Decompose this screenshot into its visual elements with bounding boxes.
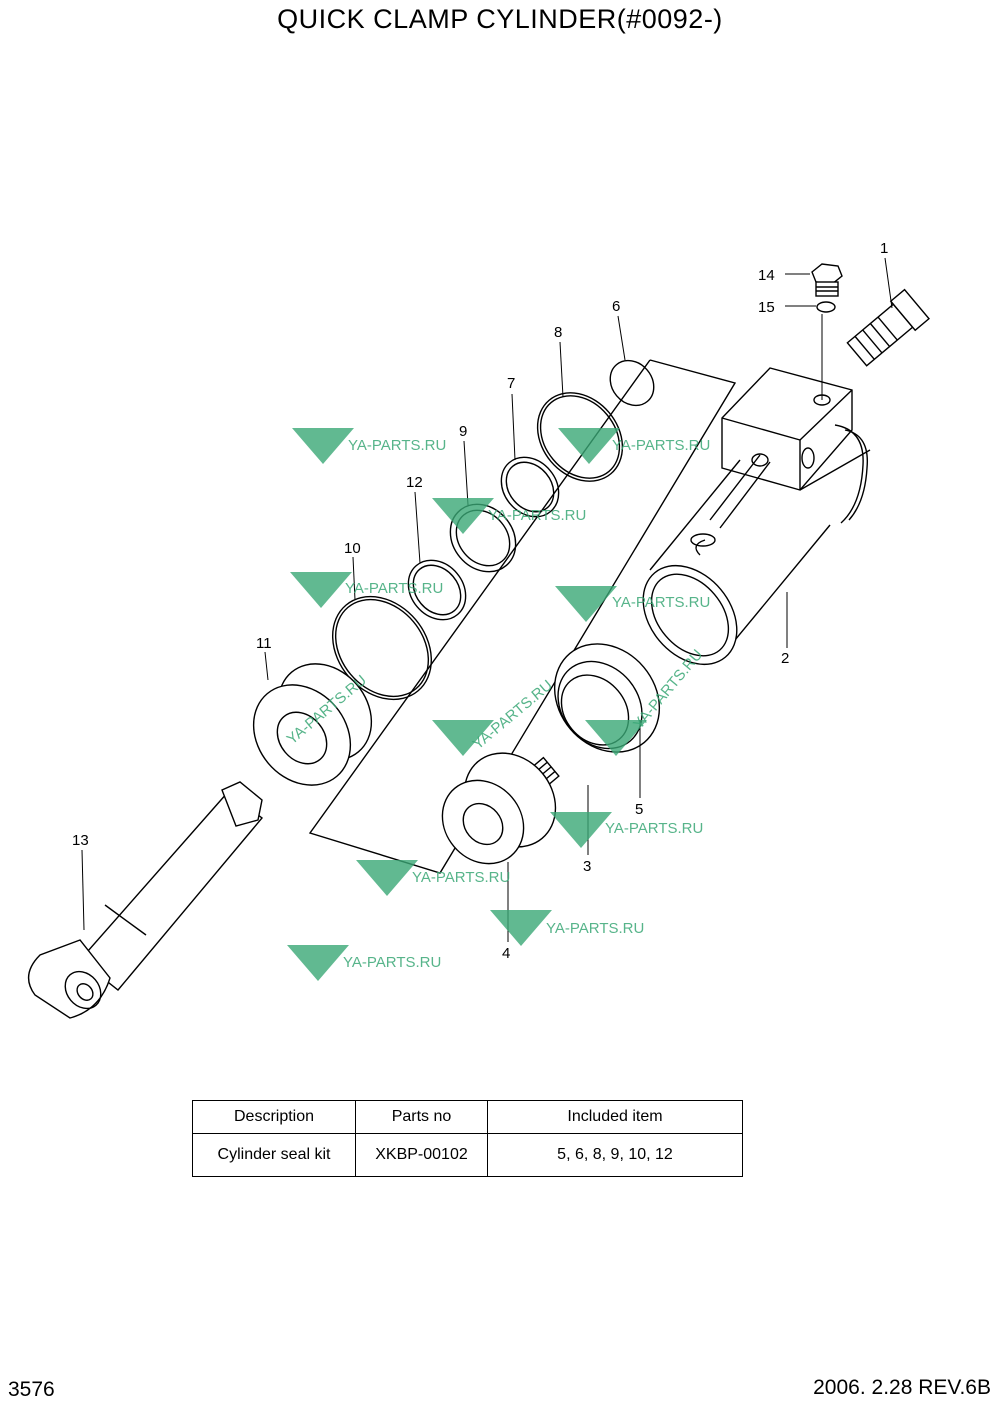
callout-2: 2 [781, 650, 789, 667]
watermark-logo-7 [585, 720, 647, 756]
exploded-parts-diagram: YA-PARTS.RU YA-PARTS.RU YA-PARTS.RU YA-P… [27, 240, 930, 1019]
callout-3: 3 [583, 858, 591, 875]
part-12-ring [407, 559, 467, 621]
callout-11: 11 [256, 635, 272, 652]
part-7-ring [500, 456, 560, 518]
part-8-ring [536, 392, 624, 482]
watermark-text: YA-PARTS.RU [612, 437, 710, 454]
watermark-logo-4 [290, 572, 352, 608]
cell-included-item: 5, 6, 8, 9, 10, 12 [487, 1133, 743, 1177]
watermark-text: YA-PARTS.RU [488, 507, 586, 524]
part-13-rod [27, 781, 264, 1019]
page-title: QUICK CLAMP CYLINDER(#0092-) [277, 4, 723, 34]
callout-7: 7 [507, 375, 515, 392]
callout-12: 12 [406, 474, 423, 491]
watermark-logo-1 [292, 428, 354, 464]
header-included-item: Included item [487, 1100, 743, 1134]
page-number: 3576 [8, 1378, 55, 1401]
callout-8: 8 [554, 324, 562, 341]
header-description: Description [192, 1100, 356, 1134]
watermark-text: YA-PARTS.RU [345, 580, 443, 597]
watermark-logo-11 [287, 945, 349, 981]
part-1-valve [846, 288, 930, 367]
part-7-ring-inner [505, 461, 555, 513]
watermark-logo-8 [550, 812, 612, 848]
watermark-text: YA-PARTS.RU [348, 437, 446, 454]
part-2-cylinder-tube [642, 367, 871, 666]
part-10-oring-inner [334, 598, 430, 698]
callout-10: 10 [344, 540, 361, 557]
watermark-text: YA-PARTS.RU [605, 820, 703, 837]
watermark-text: YA-PARTS.RU [343, 954, 441, 971]
watermark-logo-6 [432, 720, 494, 756]
callout-5: 5 [635, 801, 643, 818]
watermark-logo-2 [558, 428, 620, 464]
kit-bracket-outline [308, 359, 737, 874]
cell-parts-no: XKBP-00102 [355, 1133, 488, 1177]
watermark-text: YA-PARTS.RU [470, 677, 556, 753]
watermark-text: YA-PARTS.RU [612, 594, 710, 611]
callouts: 1 2 3 4 5 6 7 8 9 10 11 12 13 14 15 [72, 240, 888, 962]
table-row: Cylinder seal kit XKBP-00102 5, 6, 8, 9,… [192, 1133, 743, 1177]
callout-14: 14 [758, 267, 775, 284]
watermark-text: YA-PARTS.RU [546, 920, 644, 937]
part-8-ring-inner [539, 395, 621, 479]
date-revision: 2006. 2.28 REV.6B [813, 1376, 991, 1399]
header-parts-no: Parts no [355, 1100, 488, 1134]
watermark-logo-3 [432, 498, 494, 534]
part-15-oring [816, 301, 836, 313]
watermark-text: YA-PARTS.RU [412, 869, 510, 886]
watermark-logo-10 [490, 910, 552, 946]
part-6-oring [609, 359, 655, 407]
part-11-nut [252, 663, 373, 786]
seal-kit-table: Description Parts no Included item Cylin… [192, 1100, 743, 1177]
callout-9: 9 [459, 423, 467, 440]
callout-15: 15 [758, 299, 775, 316]
cell-description: Cylinder seal kit [192, 1133, 356, 1177]
callout-6: 6 [612, 298, 620, 315]
part-4-gland [441, 752, 557, 865]
callout-4: 4 [502, 945, 510, 962]
callout-1: 1 [880, 240, 888, 257]
watermark-group [287, 428, 647, 981]
part-14-plug [811, 263, 843, 297]
watermark-logo-5 [555, 586, 617, 622]
watermark-logo-9 [356, 860, 418, 896]
callout-13: 13 [72, 832, 89, 849]
part-12-ring-inner [412, 564, 462, 616]
